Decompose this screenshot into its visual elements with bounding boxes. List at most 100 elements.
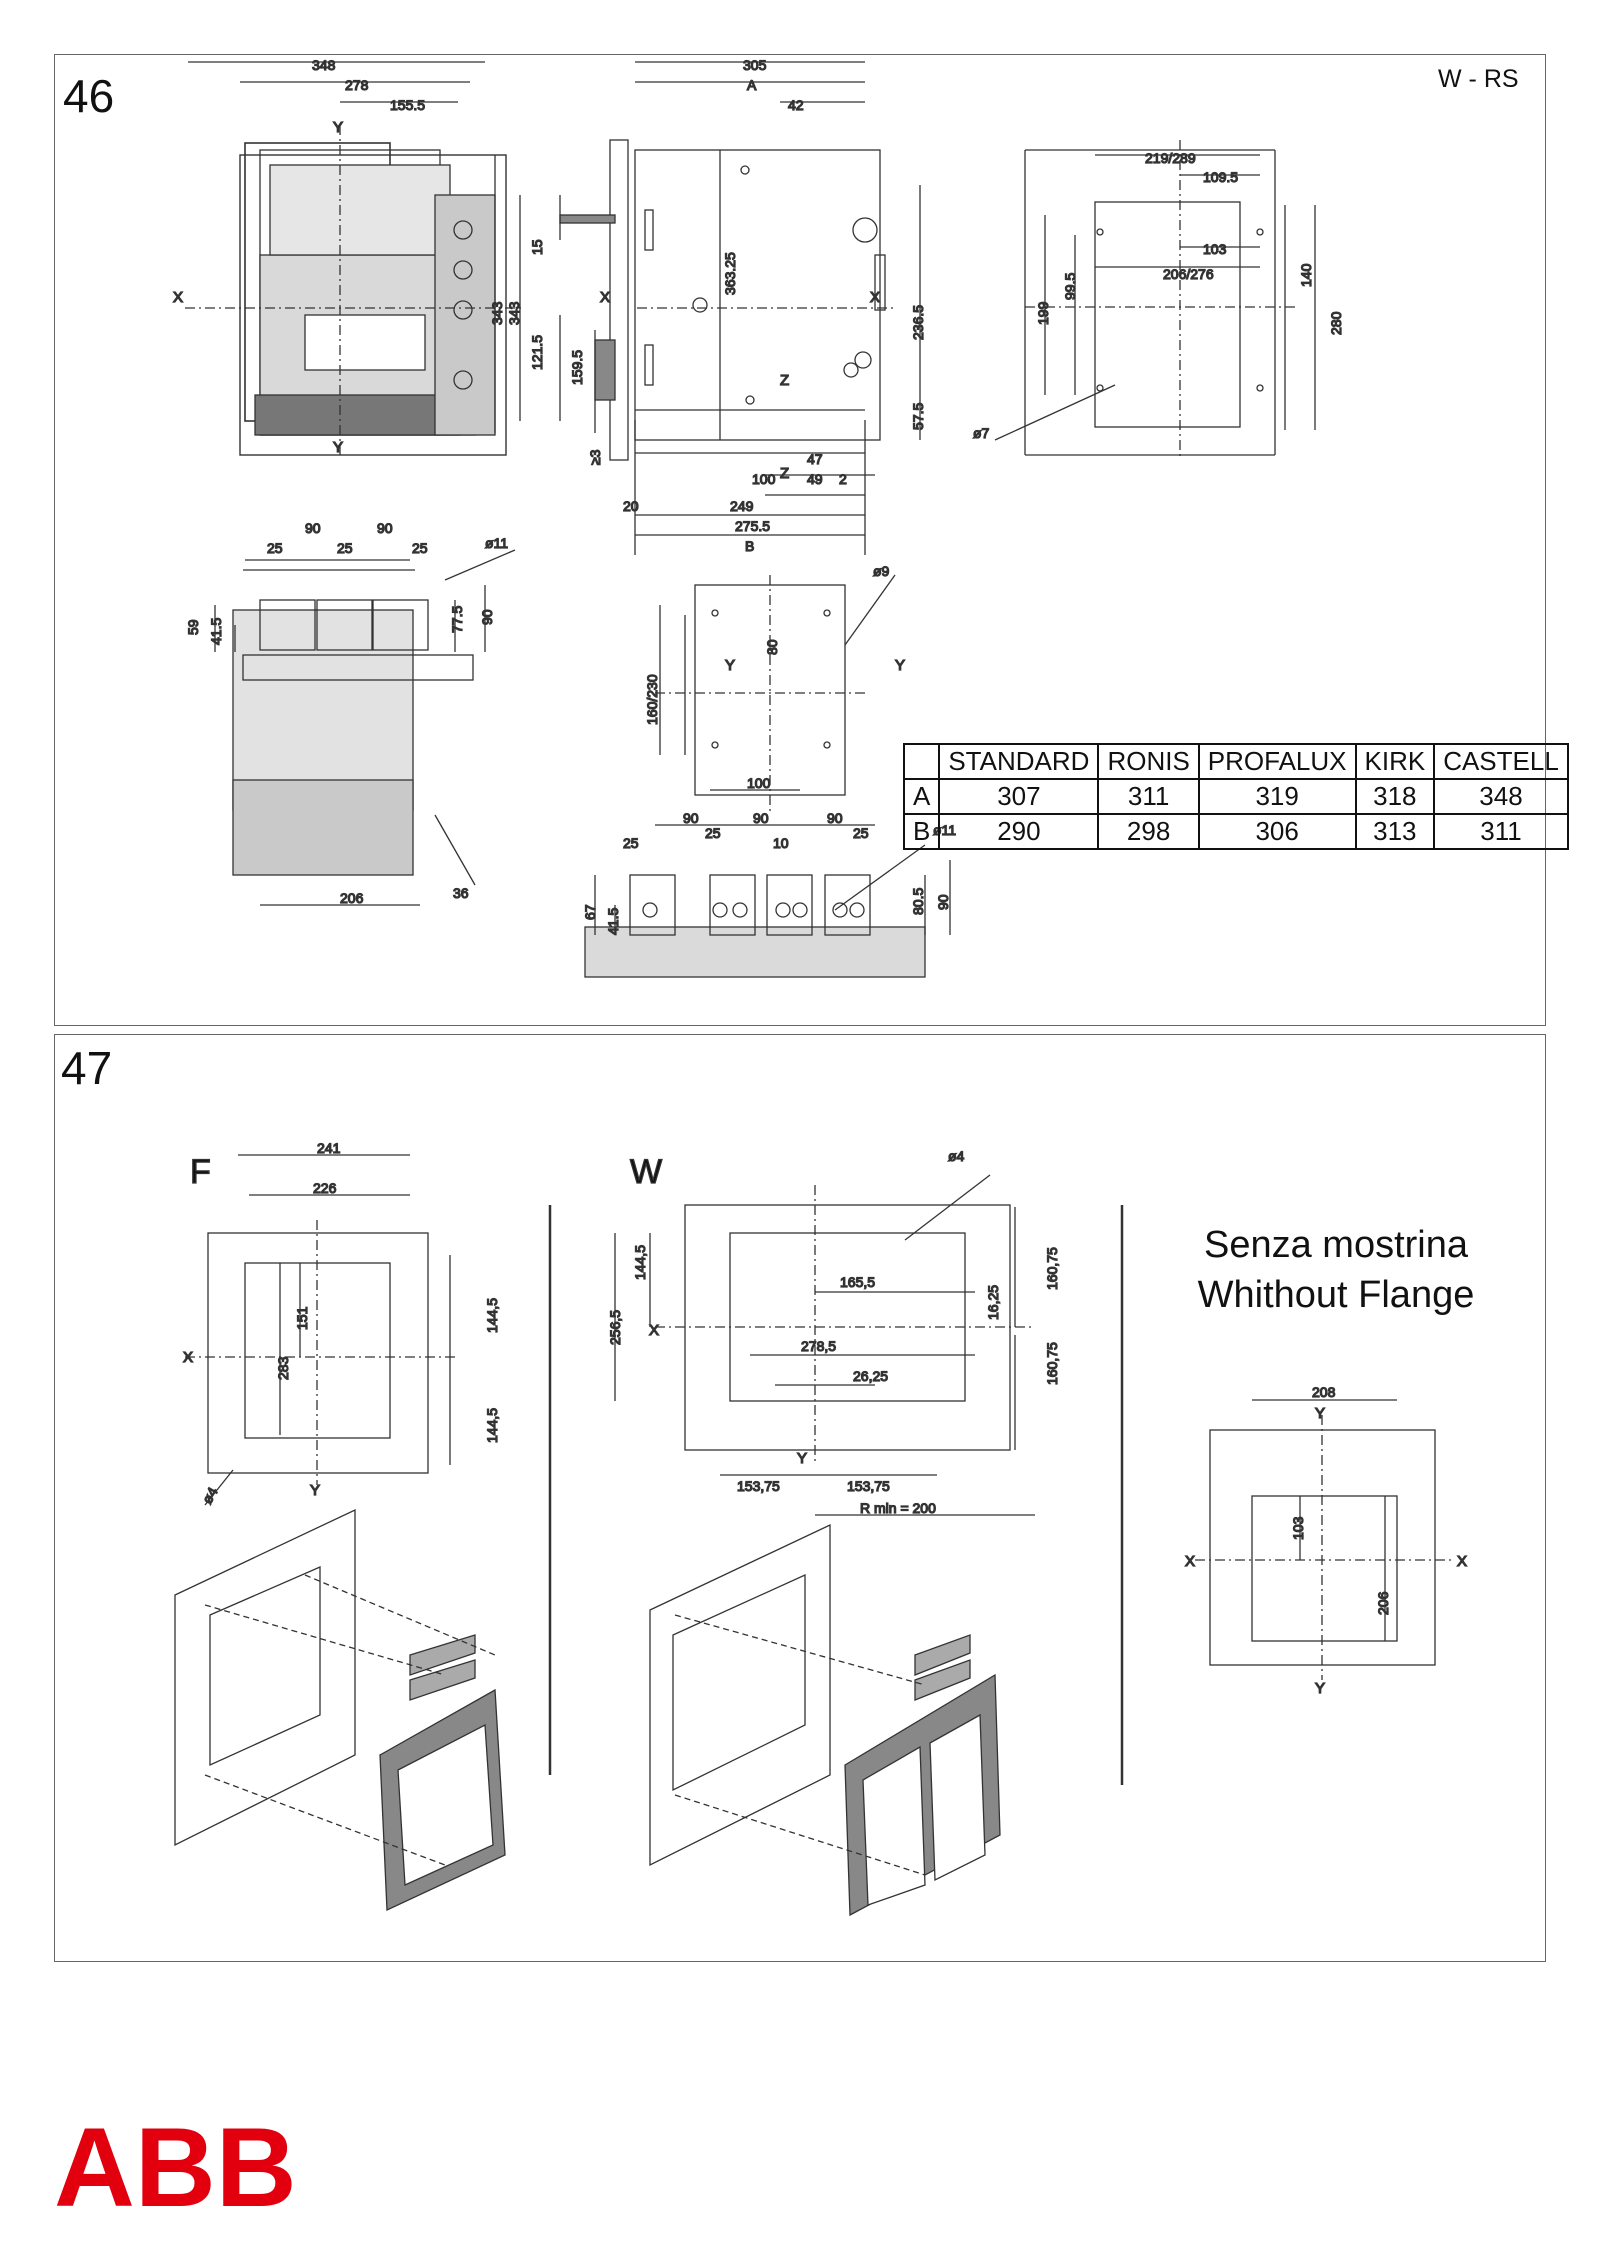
axis-x-nf: X	[1185, 1553, 1195, 1570]
figure-number: 46	[63, 70, 115, 122]
table-cell: B	[902, 813, 941, 850]
dim-1625: 16,25	[985, 1285, 1001, 1320]
abb-logo: ABB	[54, 2116, 294, 2216]
axis-x-w: X	[649, 1322, 659, 1339]
e90a: 90	[683, 810, 699, 826]
dim-100: 100	[752, 471, 776, 487]
axis-y-f: Y	[310, 1482, 320, 1499]
figure-46-panel: 46 W - RS 348 278 155.5 X Y Y	[54, 54, 1569, 1026]
dim-36325: 363.25	[722, 252, 738, 295]
dim-2755: 275.5	[735, 518, 770, 534]
table-cell	[902, 743, 941, 780]
side-view	[494, 61, 921, 555]
axis-y-m: Y	[725, 657, 735, 674]
axis-y-nf: Y	[1315, 1405, 1325, 1422]
e25c: 25	[853, 825, 869, 841]
dim-42: 42	[788, 97, 804, 113]
dim-9: ø9	[873, 563, 890, 579]
e90c: 90	[827, 810, 843, 826]
table-row: B 290 298 306 313 311	[902, 813, 1569, 850]
dim-415: 41.5	[208, 618, 224, 645]
dim-100b: 100	[747, 775, 771, 791]
table-cell: 319	[1197, 778, 1357, 815]
table-header-row: STANDARD RONIS PROFALUX KIRK CASTELL	[902, 743, 1569, 780]
dim-280: 280	[1328, 311, 1344, 335]
axis-z-b: Z	[780, 465, 789, 482]
dim-343b: 343	[506, 301, 522, 325]
door-cutout-view	[994, 140, 1316, 460]
dim-241: 241	[317, 1140, 341, 1156]
dim-249: 249	[730, 498, 754, 514]
dim-49: 49	[807, 471, 823, 487]
interlock-dimension-table: STANDARD RONIS PROFALUX KIRK CASTELL A 3…	[902, 743, 1569, 850]
dim-23: ≥3	[587, 449, 603, 465]
dim-305: 305	[743, 57, 767, 73]
dim-2565: 256,5	[607, 1310, 623, 1345]
table-cell: 348	[1433, 778, 1569, 815]
table-cell: 298	[1097, 813, 1200, 850]
axis-z: Z	[780, 372, 789, 389]
dim-208: 208	[1312, 1384, 1336, 1400]
dim-1445a: 144,5	[484, 1298, 500, 1333]
e10: 10	[773, 835, 789, 851]
dim-1445b: 144,5	[484, 1408, 500, 1443]
table-cell: 307	[938, 778, 1100, 815]
dim-90b: 90	[377, 520, 393, 536]
dim-155: 155.5	[390, 97, 425, 113]
dim-rmin: R min = 200	[860, 1500, 936, 1516]
table-cell: 318	[1354, 778, 1436, 815]
model-code: W - RS	[1438, 65, 1519, 93]
dim-283: 283	[275, 1356, 291, 1380]
dim-343a: 343	[489, 301, 505, 325]
dim-w4: ø4	[948, 1148, 965, 1164]
dim-1655: 165,5	[840, 1274, 875, 1290]
axis-x-side-r: X	[870, 289, 880, 306]
dim-99: 99.5	[1062, 273, 1078, 300]
dim-16075a: 160,75	[1044, 1247, 1060, 1290]
dim-nf206: 206	[1375, 1591, 1391, 1615]
dim-16075b: 160,75	[1044, 1342, 1060, 1385]
axis-x-nf2: X	[1457, 1553, 1467, 1570]
dim-109: 109.5	[1203, 169, 1238, 185]
axis-y-nf2: Y	[1315, 1680, 1325, 1697]
dim-90a: 90	[305, 520, 321, 536]
dim-775: 77.5	[449, 606, 465, 633]
dim-2625: 26,25	[853, 1368, 888, 1384]
dim-80: 80	[764, 639, 780, 655]
table-cell: KIRK	[1354, 743, 1436, 780]
dim-2: 2	[839, 471, 847, 487]
dim-11a: ø11	[485, 535, 508, 551]
front-view	[185, 61, 525, 456]
drawing-47: F 241 226 151 283 144,5 144,5 ø4 X Y	[174, 1139, 1468, 1917]
no-flange-cutout	[1195, 1399, 1455, 1680]
table-cell: 311	[1433, 813, 1569, 850]
f-label: F	[190, 1153, 211, 1191]
logo-text: ABB	[54, 2116, 294, 2216]
axis-y: Y	[333, 119, 343, 136]
e415: 41.5	[605, 908, 621, 935]
without-flange-caption: Senza mostrina Whithout Flange	[1141, 1220, 1531, 1320]
axis-x-side: X	[600, 289, 610, 306]
e90d: 90	[935, 894, 951, 910]
table-row: A 307 311 319 318 348	[902, 778, 1569, 815]
f-exploded-view	[174, 1508, 506, 1911]
drawing-46: 348 278 155.5 X Y Y	[172, 56, 1345, 978]
dim-25c: 25	[412, 540, 428, 556]
w-label: W	[630, 1153, 662, 1191]
axis-x: X	[173, 289, 183, 306]
dim-206: 206/276	[1163, 266, 1214, 282]
e90b: 90	[753, 810, 769, 826]
dim-15375b: 153,75	[847, 1478, 890, 1494]
dim-15: 15	[529, 239, 545, 255]
dim-7: ø7	[973, 425, 990, 441]
dim-w1445: 144,5	[632, 1245, 648, 1280]
table-cell: 306	[1197, 813, 1357, 850]
e25b: 25	[705, 825, 721, 841]
table-cell: RONIS	[1097, 743, 1200, 780]
dim-90c: 90	[479, 609, 495, 625]
dim-f4: ø4	[199, 1484, 221, 1506]
dim-1215: 121.5	[529, 335, 545, 370]
dim-25a: 25	[267, 540, 283, 556]
dim-206b: 206	[340, 890, 364, 906]
w-cutout	[614, 1174, 1035, 1516]
